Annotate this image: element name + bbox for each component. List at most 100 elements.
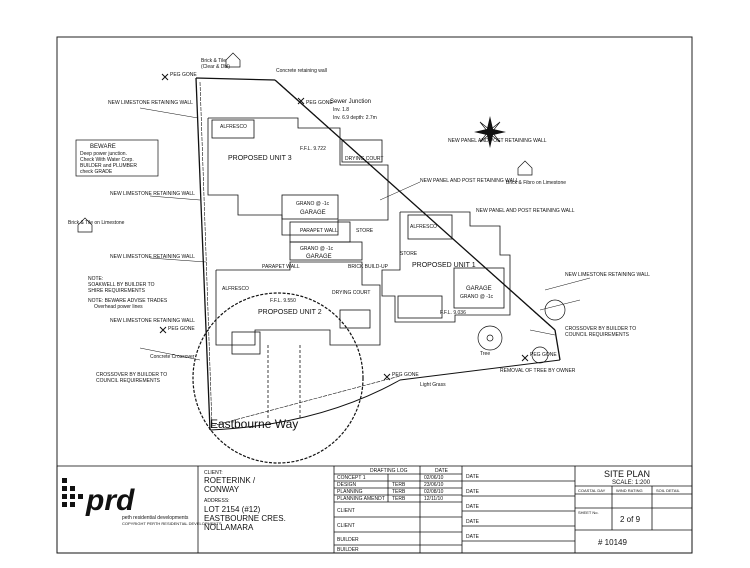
sewer-title: Sewer Junction	[330, 99, 371, 105]
brick-fibro-label: Brick & Fibro on Limestone	[506, 180, 566, 186]
small-head-1: WIND RATING	[616, 488, 643, 493]
logo-sub-2: COPYRIGHT PERTH RESIDENTIAL DEVELOPMENTS	[122, 521, 222, 526]
leader-lines	[139, 107, 591, 361]
sewer-line-1: Inv. 1.8	[333, 107, 349, 113]
level-u3: F.F.L. 9.722	[300, 146, 326, 152]
logo-text: prd	[85, 484, 135, 517]
log-date-3: 12/11/10	[424, 496, 443, 502]
peg-gone-label-5: PEG GONE	[392, 372, 419, 378]
beware-title: BEWARE	[90, 144, 116, 150]
date-row-4: DATE	[466, 534, 480, 540]
log-date-2: 02/08/10	[424, 489, 444, 495]
traders-note-2: Overhead power lines	[94, 304, 143, 310]
date-row-2: DATE	[466, 504, 480, 510]
tree-label: Tree	[480, 351, 490, 357]
parapet-label-2: PARAPET WALL	[262, 264, 300, 270]
prd-logo	[62, 478, 83, 507]
side-label-2: BUILDER	[337, 537, 359, 543]
crossover-note-left: CROSSOVER BY BUILDER TO	[96, 372, 167, 378]
room-alfresco-u2: ALFRESCO	[222, 286, 249, 292]
title-block	[56, 465, 693, 554]
drafting-log-title: DRAFTING LOG	[370, 468, 408, 474]
room-alfresco-u3: ALFRESCO	[220, 124, 247, 130]
sheet-no-label: SHEET No.	[578, 510, 599, 515]
unit-1-label: PROPOSED UNIT 1	[412, 262, 476, 269]
soakwell-note-2: SOAKWELL BY BUILDER TO	[88, 282, 155, 288]
beware-line-2: Check With Water Corp.	[80, 157, 134, 163]
unit-2-label: PROPOSED UNIT 2	[258, 309, 322, 316]
log-item-0: CONCEPT 1	[337, 475, 366, 481]
crossover-note-right: CROSSOVER BY BUILDER TO	[565, 326, 636, 332]
traders-note: NOTE: BEWARE ADVISE TRADES	[88, 298, 168, 304]
room-garage-u3: GARAGE	[300, 210, 326, 216]
garage-level-u2: GRANO @ -1c	[300, 246, 334, 252]
limestone-wall-note-4: NEW LIMESTONE RETAINING WALL	[110, 318, 195, 324]
soakwell-note-3: SHIRE REQUIREMENTS	[88, 288, 146, 294]
concrete-wall-label: Concrete retaining wall	[276, 68, 327, 74]
side-label-1: CLIENT	[337, 523, 355, 529]
beware-line-4: check GRADE	[80, 169, 113, 175]
brick-tile-limestone-label: Brick & Tile on Limestone	[68, 220, 125, 226]
side-label-0: CLIENT	[337, 508, 355, 514]
sewer-line-2: Inv. 6.9 depth: 2.7m	[333, 115, 377, 121]
client-name-2: CONWAY	[204, 485, 240, 494]
brick-tile-label-2: (Clear & Dbl)	[201, 64, 230, 70]
address-line-2: EASTBOURNE CRES.	[204, 514, 286, 523]
room-store-u3: STORE	[356, 228, 374, 234]
log-item-3: PLANNING AMENDT	[337, 496, 385, 502]
beware-box	[75, 139, 159, 177]
level-u1: F.F.L. 9.036	[440, 310, 466, 316]
date-row-3: DATE	[466, 519, 480, 525]
sheet-title: SITE PLAN	[604, 469, 650, 479]
concrete-crossover-label: Concrete Crossover	[150, 354, 195, 360]
client-label: CLIENT:	[204, 470, 223, 476]
peg-gone-label-4: PEG GONE	[530, 352, 557, 358]
log-item-2: PLANNING	[337, 489, 363, 495]
peg-gone-label-2: PEG GONE	[306, 100, 333, 106]
room-garage-u1: GARAGE	[466, 286, 492, 292]
brick-buildup-label: BRICK BUILD-UP	[348, 264, 389, 270]
garage-level-u1: GRANO @ -1c	[460, 294, 494, 300]
lot-boundary	[195, 77, 561, 431]
date-row-1: DATE	[466, 489, 480, 495]
peg-gone-label-3: PEG GONE	[168, 326, 195, 332]
brick-tile-label: Brick & Tile	[201, 58, 226, 64]
limestone-wall-note-1: NEW LIMESTONE RETAINING WALL	[108, 100, 193, 106]
room-store-u1: STORE	[400, 251, 418, 257]
beware-line-1: Deep power junction.	[80, 151, 127, 157]
log-by-3: TERB	[392, 496, 406, 502]
beware-line-3: BUILDER and PLUMBER	[80, 163, 137, 169]
limestone-wall-note-3: NEW LIMESTONE RETAINING WALL	[110, 254, 195, 260]
retaining-walls	[199, 81, 551, 427]
peg-gone-label-1: PEG GONE	[170, 72, 197, 78]
date-row-0: DATE	[466, 474, 480, 480]
plan-labels: Sewer Junction Inv. 1.8 Inv. 6.9 depth: …	[68, 58, 650, 431]
peg-marker-icons	[159, 73, 529, 381]
crossover-note-right-2: COUNCIL REQUIREMENTS	[565, 332, 630, 338]
sheet-no: 2 of 9	[620, 515, 641, 524]
limestone-wall-note-2: NEW LIMESTONE RETAINING WALL	[110, 191, 195, 197]
removal-note: REMOVAL OF TREE BY OWNER	[500, 368, 576, 374]
street-name: Eastbourne Way	[210, 417, 298, 431]
house-footprints	[207, 117, 511, 420]
neighbour-house-icons	[77, 52, 533, 233]
room-alfresco-u1: ALFRESCO	[410, 224, 437, 230]
side-label-3: BUILDER	[337, 547, 359, 553]
level-u2: F.F.L. 9.550	[270, 298, 296, 304]
small-head-2: SOIL DETAIL	[656, 488, 681, 493]
address-label: ADDRESS:	[204, 498, 230, 504]
crossover-note-left-2: COUNCIL REQUIREMENTS	[96, 378, 161, 384]
tree-canopy-circle	[192, 292, 364, 464]
room-drying-u3: DRYING COURT	[345, 156, 383, 162]
title-block-text: prd peth residential developments COPYRI…	[85, 468, 681, 553]
parapet-label-1: PARAPET WALL	[300, 228, 338, 234]
room-drying-u2: DRYING COURT	[332, 290, 370, 296]
soakwell-note: NOTE:	[88, 276, 103, 282]
garage-level-u3: GRANO @ -1c	[296, 201, 330, 207]
north-arrow-icon	[474, 116, 506, 148]
log-item-1: DESIGN	[337, 482, 357, 488]
client-name-1: ROETERINK /	[204, 476, 256, 485]
light-grass-label: Light Grass	[420, 382, 446, 388]
drafting-log-date-head: DATE	[435, 468, 449, 474]
job-no: # 10149	[598, 538, 627, 547]
